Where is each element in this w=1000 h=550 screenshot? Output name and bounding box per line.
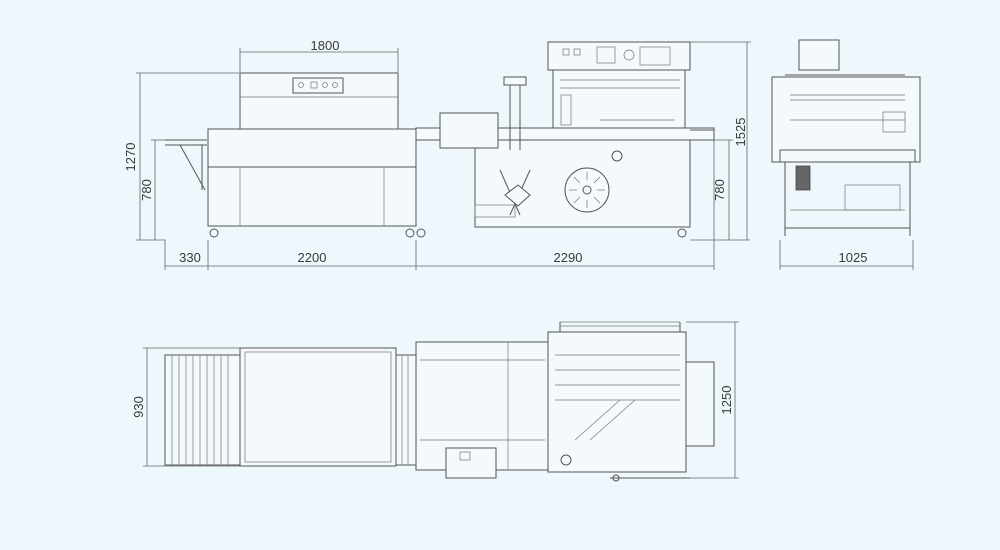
dim-label-1525: 1525 (733, 118, 748, 147)
sealer-cabinet (474, 139, 691, 228)
dim-label-2290: 2290 (554, 250, 583, 265)
dim-label-1025: 1025 (839, 250, 868, 265)
film-feeder (439, 112, 499, 149)
dim-label-930: 930 (131, 396, 146, 418)
dim-label-1270: 1270 (123, 143, 138, 172)
shrink-tunnel (207, 72, 417, 238)
top-sealing-frame (547, 331, 687, 473)
side-upper-frame (771, 76, 921, 163)
top-outfeed (685, 361, 715, 447)
dim-table-height-right: 780 (690, 139, 750, 241)
dim-table-height-left: 780 (139, 139, 165, 240)
l-sealer (415, 41, 715, 238)
top-transition (395, 354, 417, 466)
side-view: 1025 (771, 39, 921, 270)
side-table (779, 149, 916, 163)
infeed-conveyor (165, 139, 207, 191)
dim-label-330: 330 (179, 250, 201, 265)
tunnel-chamber (207, 128, 417, 168)
tunnel-control-panel (292, 77, 344, 94)
dim-label-1250: 1250 (719, 386, 734, 415)
top-tunnel (239, 347, 397, 467)
dim-side-width: 1025 (779, 240, 914, 270)
sealer-control-panel (547, 41, 691, 71)
dim-label-780-right: 780 (712, 179, 727, 201)
sealer-frame (552, 69, 686, 131)
top-view: 930 1250 (131, 321, 739, 482)
dim-sealer-height: 1525 (690, 41, 751, 240)
dim-sealer-width: 1250 (686, 321, 739, 479)
dim-label-2200: 2200 (298, 250, 327, 265)
dim-total-height: 1270 (123, 72, 240, 241)
side-motor (795, 165, 811, 191)
front-view: 1800 1270 780 780 1525 (123, 38, 751, 270)
dim-tunnel-length: 1800 (239, 38, 399, 72)
dim-bottom-chain: 330 2200 2290 (164, 140, 715, 270)
top-infeed-rollers (164, 354, 241, 466)
film-reel (564, 167, 610, 213)
dim-tunnel-width: 930 (131, 347, 240, 467)
side-top-box (798, 39, 840, 71)
tunnel-base (207, 166, 417, 227)
top-control-box (445, 447, 497, 479)
dim-label-1800: 1800 (311, 38, 340, 53)
dim-label-780-left: 780 (139, 179, 154, 201)
